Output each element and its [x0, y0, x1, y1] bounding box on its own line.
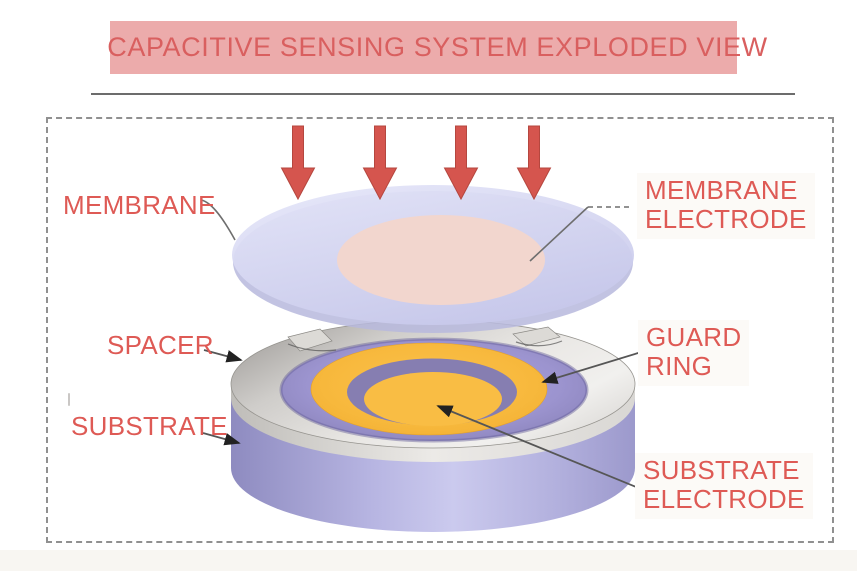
substrate-electrode-shape	[364, 372, 502, 426]
spacer-notch-left	[287, 328, 337, 352]
membrane-electrode-shape	[337, 215, 545, 305]
spacer-leader-line	[203, 349, 243, 363]
substrate-leader-line	[202, 432, 241, 446]
pressure-arrow-icon	[516, 125, 552, 201]
label-spacer: SPACER	[107, 330, 214, 360]
label-guard-ring: GUARD RING	[638, 320, 750, 386]
page-title: CAPACITIVE SENSING SYSTEM EXPLODED VIEW	[107, 32, 768, 62]
label-substrate-electrode: SUBSTRATE ELECTRODE	[635, 453, 813, 519]
title-banner: CAPACITIVE SENSING SYSTEM EXPLODED VIEW	[107, 21, 767, 74]
pressure-arrows	[280, 125, 552, 201]
membrane-electrode-leader-line	[529, 206, 589, 262]
page-bottom-strip	[0, 550, 857, 571]
spacer-inner-shadow	[279, 337, 589, 443]
pressure-arrow-icon	[443, 125, 479, 201]
pressure-arrow-icon	[362, 125, 398, 201]
stray-mark-artifact	[68, 393, 70, 406]
substrate-electrode-leader-line	[436, 405, 642, 490]
membrane-disc	[232, 185, 634, 333]
substrate-disc	[230, 319, 636, 532]
diagram-dashed-frame	[46, 117, 834, 543]
leader-lines	[200, 199, 649, 490]
membrane-leader-line	[200, 199, 236, 241]
guard-ring-leader-line	[541, 349, 649, 384]
label-membrane-electrode: MEMBRANE ELECTRODE	[637, 173, 815, 239]
pressure-arrow-icon	[280, 125, 316, 201]
label-substrate: SUBSTRATE	[71, 411, 228, 441]
top-rule-line	[91, 93, 795, 95]
spacer-notch-right	[512, 326, 563, 347]
label-membrane: MEMBRANE	[63, 190, 216, 220]
